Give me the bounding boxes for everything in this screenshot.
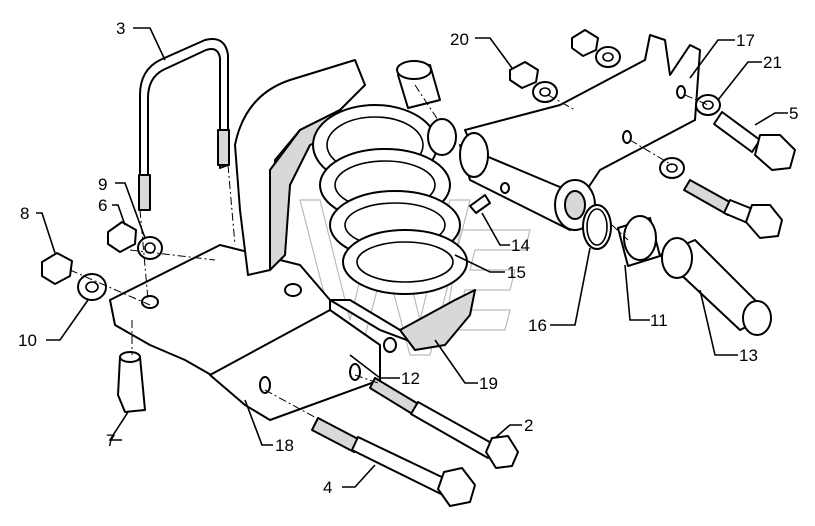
part-labels: 3 20 17 21 5 9 6 8 14 15 10 16 11 13 12 … [18,19,798,497]
label-part-20: 20 [450,30,469,49]
o-ring [582,204,612,250]
grease-nipple [469,182,510,214]
label-part-8: 8 [20,204,29,223]
washer-10 [77,273,107,301]
nut-upper [571,29,599,57]
bolt-lower-right [683,179,783,239]
lower-spring-seat [329,289,476,353]
label-part-15: 15 [507,263,526,282]
label-part-2: 2 [524,416,533,435]
label-part-13: 13 [739,346,758,365]
nut-7 [117,351,146,413]
label-part-12: 12 [401,369,420,388]
washer-20 [532,81,558,103]
label-part-18: 18 [275,436,294,455]
label-part-17: 17 [736,31,755,50]
bolt-5 [713,111,796,171]
coil-spring [312,104,468,295]
u-bolt [138,38,230,211]
bracket [109,244,381,421]
spring-seat-housing [234,59,366,276]
pivot-pin [659,237,772,336]
label-part-16: 16 [528,316,547,335]
leader-lines [36,27,788,488]
label-part-7: 7 [106,431,115,450]
bushing-upper [396,60,457,156]
bolt-2 [369,377,519,469]
assembly-centerlines [69,84,709,421]
label-part-5: 5 [789,104,798,123]
nut-6 [107,221,137,253]
label-part-9: 9 [98,175,107,194]
bolt-4 [311,417,476,507]
nut-8 [41,252,73,285]
label-part-19: 19 [479,374,498,393]
nut-20 [509,61,539,89]
washer-lower [659,157,685,179]
washer-upper [595,46,621,68]
washer-9 [137,236,163,260]
label-part-6: 6 [98,196,107,215]
label-part-10: 10 [18,331,37,350]
label-part-11: 11 [650,311,668,330]
washer-21 [695,94,721,116]
swing-arm [459,34,701,231]
label-part-21: 21 [763,53,782,72]
bushing-lower [617,215,661,267]
label-part-4: 4 [323,478,332,497]
label-part-14: 14 [511,236,530,255]
label-part-3: 3 [116,19,125,38]
